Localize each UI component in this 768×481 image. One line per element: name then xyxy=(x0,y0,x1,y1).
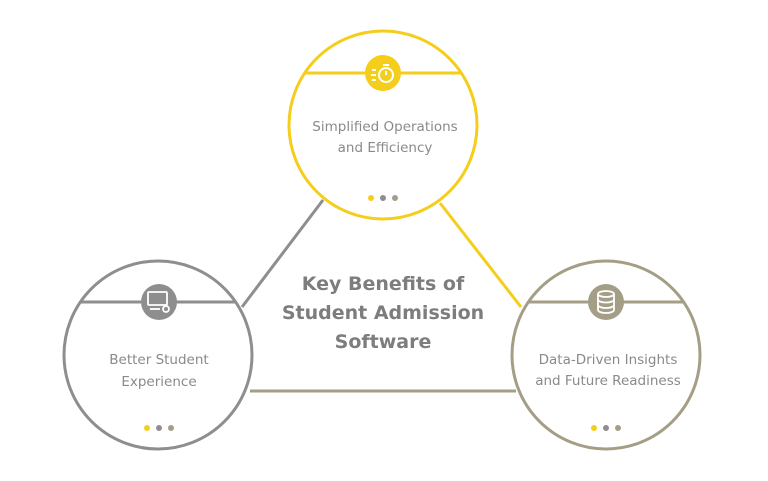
stopwatch-icon xyxy=(371,64,394,83)
node-better-student-experience: Better Student Experience xyxy=(62,259,254,451)
node-label-line-2: Experience xyxy=(121,374,196,390)
monitor-gear-icon xyxy=(147,291,170,313)
node-label-line-1: Data-Driven Insights xyxy=(539,352,678,368)
connector-top-right xyxy=(438,202,523,308)
node-label-line-1: Better Student xyxy=(109,352,208,368)
connector-left-top xyxy=(240,199,325,308)
node-label-line-1: Simplified Operations xyxy=(312,119,457,135)
node-data-driven-insights: Data-Driven Insights and Future Readines… xyxy=(510,259,702,451)
database-icon xyxy=(597,290,615,314)
node-label-line-2: and Efficiency xyxy=(338,140,433,156)
node-label-line-2: and Future Readiness xyxy=(535,373,681,389)
center-title-line-2: Student Admission xyxy=(282,302,484,324)
center-title-line-1: Key Benefits of xyxy=(302,273,465,295)
node-simplified-operations: Simplified Operations and Efficiency xyxy=(287,29,479,221)
center-title-line-3: Software xyxy=(335,331,432,353)
